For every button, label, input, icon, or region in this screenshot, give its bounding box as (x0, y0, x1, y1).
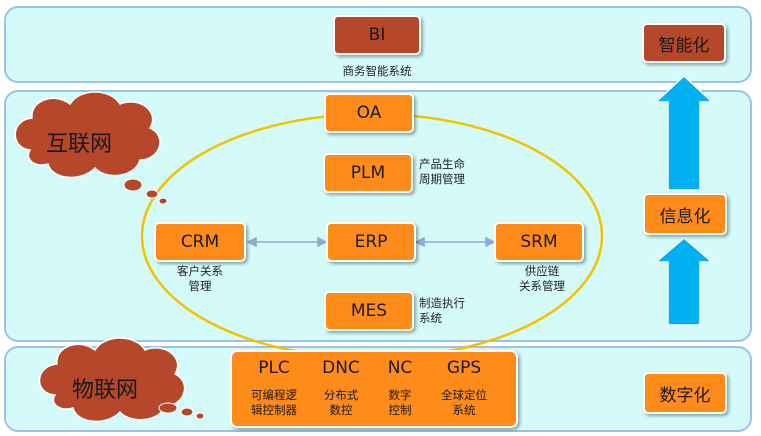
digitization-label: 数字化 (659, 385, 711, 406)
mes-caption: 制造执行 系统 (419, 296, 465, 325)
mes-label: MES (350, 301, 388, 321)
iot-item-plc: PLC 可编程逻 辑控制器 (240, 358, 308, 418)
iot-item-gps: GPS 全球定位 系统 (426, 358, 502, 418)
crm-box: CRM (154, 222, 246, 262)
iot-cloud-label: 物联网 (72, 378, 139, 403)
dnc-label: DNC (322, 358, 360, 378)
mes-box: MES (324, 291, 414, 331)
plc-label: PLC (258, 358, 290, 378)
srm-box: SRM (494, 222, 584, 262)
plc-desc: 可编程逻 辑控制器 (251, 388, 297, 417)
crm-label: CRM (180, 232, 220, 252)
crm-caption: 客户关系 管理 (177, 264, 223, 293)
iot-devices-box (230, 350, 518, 428)
srm-label: SRM (520, 232, 558, 252)
bi-caption: 商务智能系统 (342, 64, 412, 78)
iot-item-dnc: DNC 分布式 数控 (308, 358, 374, 418)
informatization-stage-box: 信息化 (643, 193, 727, 235)
oa-box: OA (324, 93, 414, 133)
plm-box: PLM (323, 153, 413, 193)
erp-label: ERP (354, 232, 388, 252)
internet-cloud-label: 互联网 (46, 132, 113, 157)
erp-srm-connector (414, 236, 496, 248)
srm-caption: 供应链 关系管理 (519, 264, 565, 293)
plm-caption: 产品生命 周期管理 (419, 157, 465, 186)
informatization-label: 信息化 (659, 206, 711, 227)
bi-label: BI (368, 25, 386, 45)
erp-box: ERP (326, 222, 416, 262)
nc-label: NC (387, 358, 413, 378)
dnc-desc: 分布式 数控 (323, 388, 359, 417)
digitization-stage-box: 数字化 (643, 372, 727, 414)
iot-cloud-icon (38, 337, 205, 423)
plm-label: PLM (350, 163, 386, 183)
iot-item-nc: NC 数字 控制 (374, 358, 426, 418)
crm-erp-connector (246, 236, 328, 248)
arrow-info-to-intelligent-icon (654, 74, 714, 191)
oa-label: OA (356, 103, 382, 123)
bi-box: BI (333, 15, 421, 55)
intelligence-stage-box: 智能化 (642, 23, 726, 63)
arrow-digital-to-info-icon (653, 237, 715, 326)
internet-cloud-icon (14, 91, 168, 205)
intelligence-label: 智能化 (658, 35, 710, 56)
gps-desc: 全球定位 系统 (441, 388, 487, 417)
nc-desc: 数字 控制 (388, 388, 412, 417)
gps-label: GPS (446, 358, 482, 378)
